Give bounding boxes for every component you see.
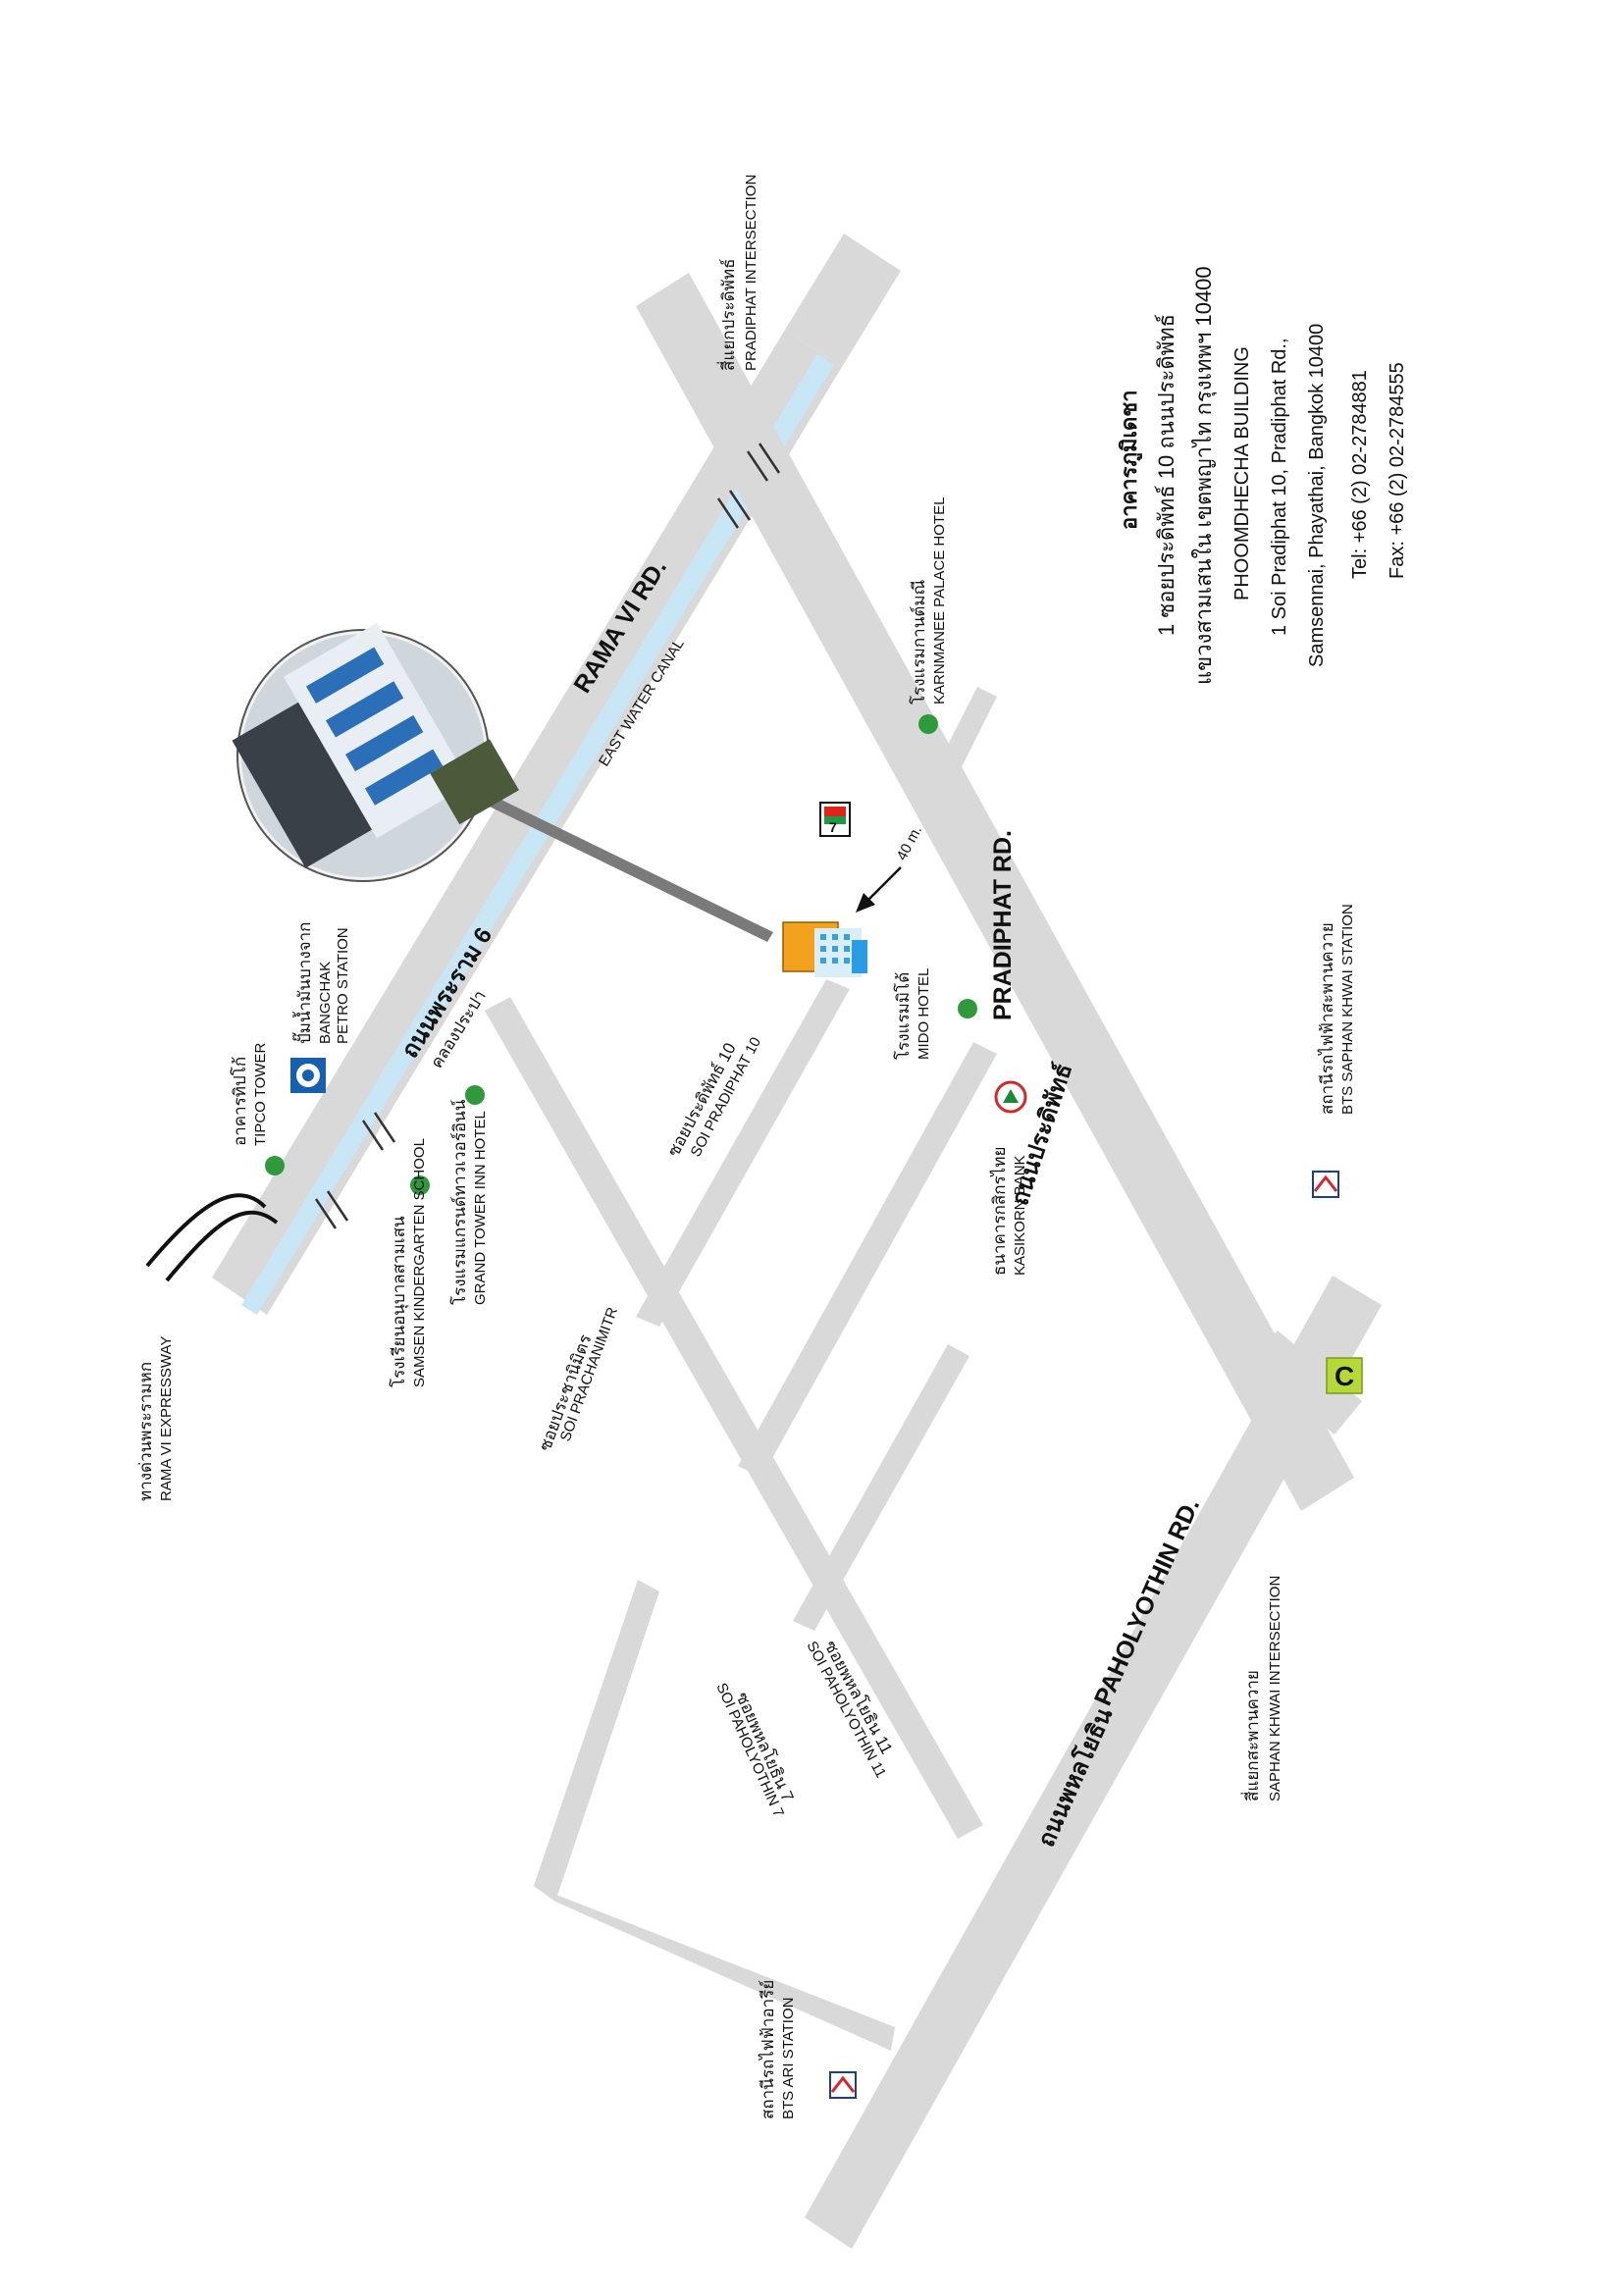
- bangchak-en-label-1: BANGCHAK: [317, 962, 334, 1044]
- tipco-dot: [265, 1156, 285, 1175]
- samsen-en-label: SAMSEN KINDERGARTEN SCHOOL: [411, 1138, 428, 1387]
- bts-ari-en-label: BTS ARI STATION: [780, 1998, 797, 2119]
- road-branch-karnmanee: [922, 687, 997, 807]
- bridge-marks: [314, 443, 781, 1229]
- poi-dots: [265, 714, 977, 1195]
- road-soi-pradiphat10: [636, 979, 850, 1327]
- grand-tower-en-label: GRAND TOWER INN HOTEL: [472, 1111, 489, 1305]
- bts-saphan-en-label: BTS SAPHAN KHWAI STATION: [1339, 904, 1356, 1115]
- destination-building-icon: [782, 921, 867, 977]
- canal-east-water: [241, 354, 834, 1315]
- address-th-line3: แขวงสามเสนใน เขตพญาไท กรุงเทพฯ 10400: [1191, 266, 1217, 685]
- road-soi-paholyothin7-branch: [534, 1580, 659, 1902]
- seven-eleven-icon: 7: [819, 802, 851, 837]
- address-en-name: PHOOMDHECHA BUILDING: [1231, 346, 1253, 600]
- road-saphan-khwai: [1246, 1331, 1362, 1435]
- road-paholyothin: [805, 1276, 1382, 2249]
- bts-ari-icon: [829, 2071, 857, 2099]
- bangchak-icon: [290, 1058, 326, 1093]
- tipco-en-label: TIPCO TOWER: [252, 1043, 269, 1146]
- bigc-logo-text: C: [1335, 1361, 1354, 1391]
- distance-arrow: 40 m.: [856, 823, 925, 913]
- expressway-en-label: RAMA VI EXPRESSWAY: [158, 1336, 175, 1501]
- tipco-th-label: อาคารทิปโก้: [230, 1057, 249, 1146]
- saphan-int-th-label: สี่แยกสะพานควาย: [1240, 1670, 1262, 1801]
- road-soi-paholyothin7: [534, 1886, 895, 2051]
- address-block: อาคารภูมิเดชา 1 ซอยประดิพัทธ์ 10 ถนนประด…: [1117, 266, 1408, 685]
- grand-tower-dot: [465, 1085, 485, 1105]
- bts-ari-th-label: สถานีรถไฟฟ้าอารีย์: [758, 1980, 777, 2119]
- bangchak-en-label-2: PETRO STATION: [335, 927, 351, 1044]
- road-labels: RAMA VI RD. EAST WATER CANAL ถนนพระราม 6…: [396, 554, 1205, 1851]
- distance-label: 40 m.: [894, 823, 926, 863]
- address-fax: Fax: +66 (2) 02-2784555: [1387, 362, 1408, 579]
- karnmanee-dot: [918, 714, 938, 734]
- address-th-line1: อาคารภูมิเดชา: [1117, 390, 1143, 530]
- pradiphat-int-th-label: สี่แยกประดิพัทธ์: [716, 259, 738, 371]
- bangchak-th-label: ปั๊มน้ำมันบางจาก: [291, 922, 314, 1044]
- mido-en-label: MIDO HOTEL: [916, 968, 932, 1060]
- address-th-line2: 1 ซอยประดิพัทธ์ 10 ถนนประดิพัทธ์: [1154, 314, 1178, 636]
- kasikorn-en-label: KASIKORN BANK: [1012, 1155, 1028, 1276]
- samsen-th-label: โรงเรียนอนุบาลสามเสน: [389, 1216, 409, 1387]
- karnmanee-en-label: KARNMANEE PALACE HOTEL: [931, 497, 948, 704]
- road-rama6-north: [785, 234, 901, 367]
- saphan-int-en-label: SAPHAN KHWAI INTERSECTION: [1267, 1576, 1283, 1801]
- grand-tower-th-label: โรงแรมแกรนด์ทาวเวอร์อินน์: [449, 1099, 469, 1305]
- mido-dot: [958, 999, 977, 1018]
- pradiphat-int-en-label: PRADIPHAT INTERSECTION: [743, 175, 759, 371]
- pradiphat-en-label: PRADIPHAT RD.: [989, 830, 1017, 1020]
- bigc-icon: C: [1326, 1357, 1363, 1394]
- bts-saphan-icon: [1312, 1171, 1339, 1198]
- samsen-dot: [410, 1175, 430, 1195]
- mido-th-label: โรงแรมมิโด้: [893, 972, 913, 1060]
- road-pradiphat: [636, 273, 1354, 1511]
- address-en-line2: Samsennai, Phayathai, Bangkok 10400: [1306, 324, 1328, 667]
- building-photo-callout: [232, 622, 773, 942]
- karnmanee-th-label: โรงแรมกานต์มณี: [909, 579, 928, 704]
- address-en-line1: 1 Soi Pradiphat 10, Pradiphat Rd.,: [1269, 338, 1290, 636]
- road-soi-paholyothin11: [793, 1344, 969, 1631]
- expressway-th-label: ทางด่วนพระรามหก: [136, 1362, 155, 1501]
- landmark-labels: ทางด่วนพระรามหก RAMA VI EXPRESSWAY อาคาร…: [136, 175, 1356, 2119]
- road-cross-kasikorn: [738, 1042, 997, 1478]
- road-soi-prachanimitr: [485, 997, 983, 1839]
- seven-eleven-logo-text: 7: [829, 819, 837, 835]
- kasikorn-icon: [994, 1080, 1027, 1114]
- expressway-lines: [145, 1193, 279, 1282]
- kasikorn-th-label: ธนาคารกสิกรไทย: [989, 1147, 1009, 1276]
- address-tel: Tel: +66 (2) 02-2784881: [1349, 370, 1371, 579]
- road-network: [212, 234, 1382, 2249]
- bts-saphan-th-label: สถานีรถไฟฟ้าสะพานควาย: [1317, 922, 1336, 1115]
